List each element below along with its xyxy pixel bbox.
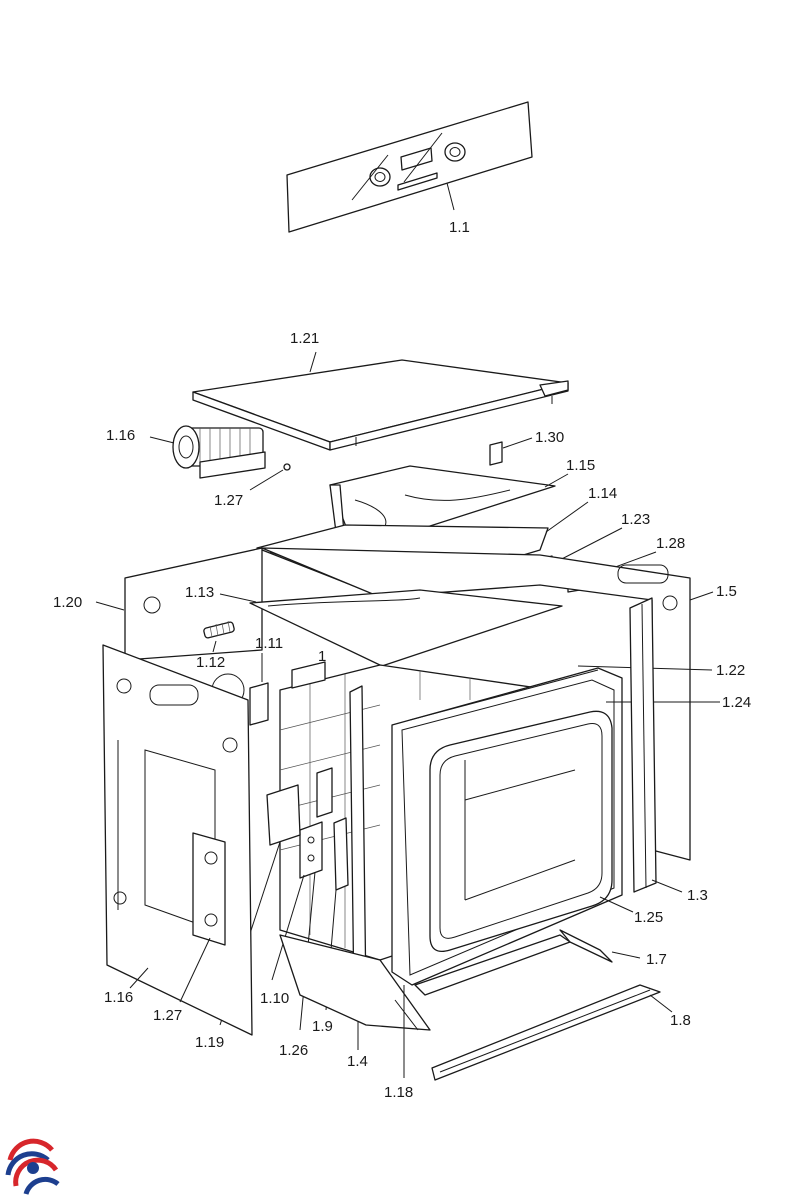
support-bracket-part (414, 929, 641, 996)
callout-1-13: 1.13 (185, 584, 214, 601)
callout-1-5: 1.5 (716, 583, 737, 600)
right-side-rail-part (629, 597, 683, 893)
callout-1-10: 1.10 (260, 990, 289, 1007)
callout-1-small: 1 (318, 648, 326, 665)
callout-1-21: 1.21 (290, 330, 319, 347)
tangential-fan-part (149, 425, 291, 491)
callout-1-16-panel: 1.16 (104, 989, 133, 1006)
gasket-part (219, 589, 563, 667)
small-bracket-part (489, 437, 533, 466)
callout-1-19: 1.19 (195, 1034, 224, 1051)
callout-1-30: 1.30 (535, 429, 564, 446)
callout-1-14: 1.14 (588, 485, 617, 502)
spring-part (203, 620, 235, 653)
callout-1-26: 1.26 (279, 1042, 308, 1059)
callout-1-1: 1.1 (449, 219, 470, 236)
callout-1-11: 1.11 (255, 635, 283, 652)
callout-1-27-bottom: 1.27 (153, 1007, 182, 1024)
callout-1-25: 1.25 (634, 909, 663, 926)
callout-1-16-fan: 1.16 (106, 427, 135, 444)
callout-1-27-top: 1.27 (214, 492, 243, 509)
callout-1-28: 1.28 (656, 535, 685, 552)
callout-1-23: 1.23 (621, 511, 650, 528)
insulation-pad-part (211, 653, 326, 726)
callout-1-8: 1.8 (670, 1012, 691, 1029)
front-rail-part (431, 984, 673, 1081)
callout-1-22: 1.22 (716, 662, 745, 679)
brand-logo-icon (4, 1138, 60, 1196)
callout-1-18: 1.18 (384, 1084, 413, 1101)
callout-1-12: 1.12 (196, 654, 225, 671)
control-panel-part (286, 101, 533, 233)
left-side-panel-part (102, 644, 253, 1036)
callout-1-7: 1.7 (646, 951, 667, 968)
oven-door-frame-part (391, 665, 720, 986)
callout-1-15: 1.15 (566, 457, 595, 474)
bottom-plate-part (279, 934, 431, 1031)
top-cover-part (192, 351, 569, 451)
callout-1-9: 1.9 (312, 1018, 333, 1035)
callout-1-4: 1.4 (347, 1053, 368, 1070)
callout-1-24: 1.24 (722, 694, 751, 711)
callout-1-3: 1.3 (687, 887, 708, 904)
callout-1-20: 1.20 (53, 594, 82, 611)
